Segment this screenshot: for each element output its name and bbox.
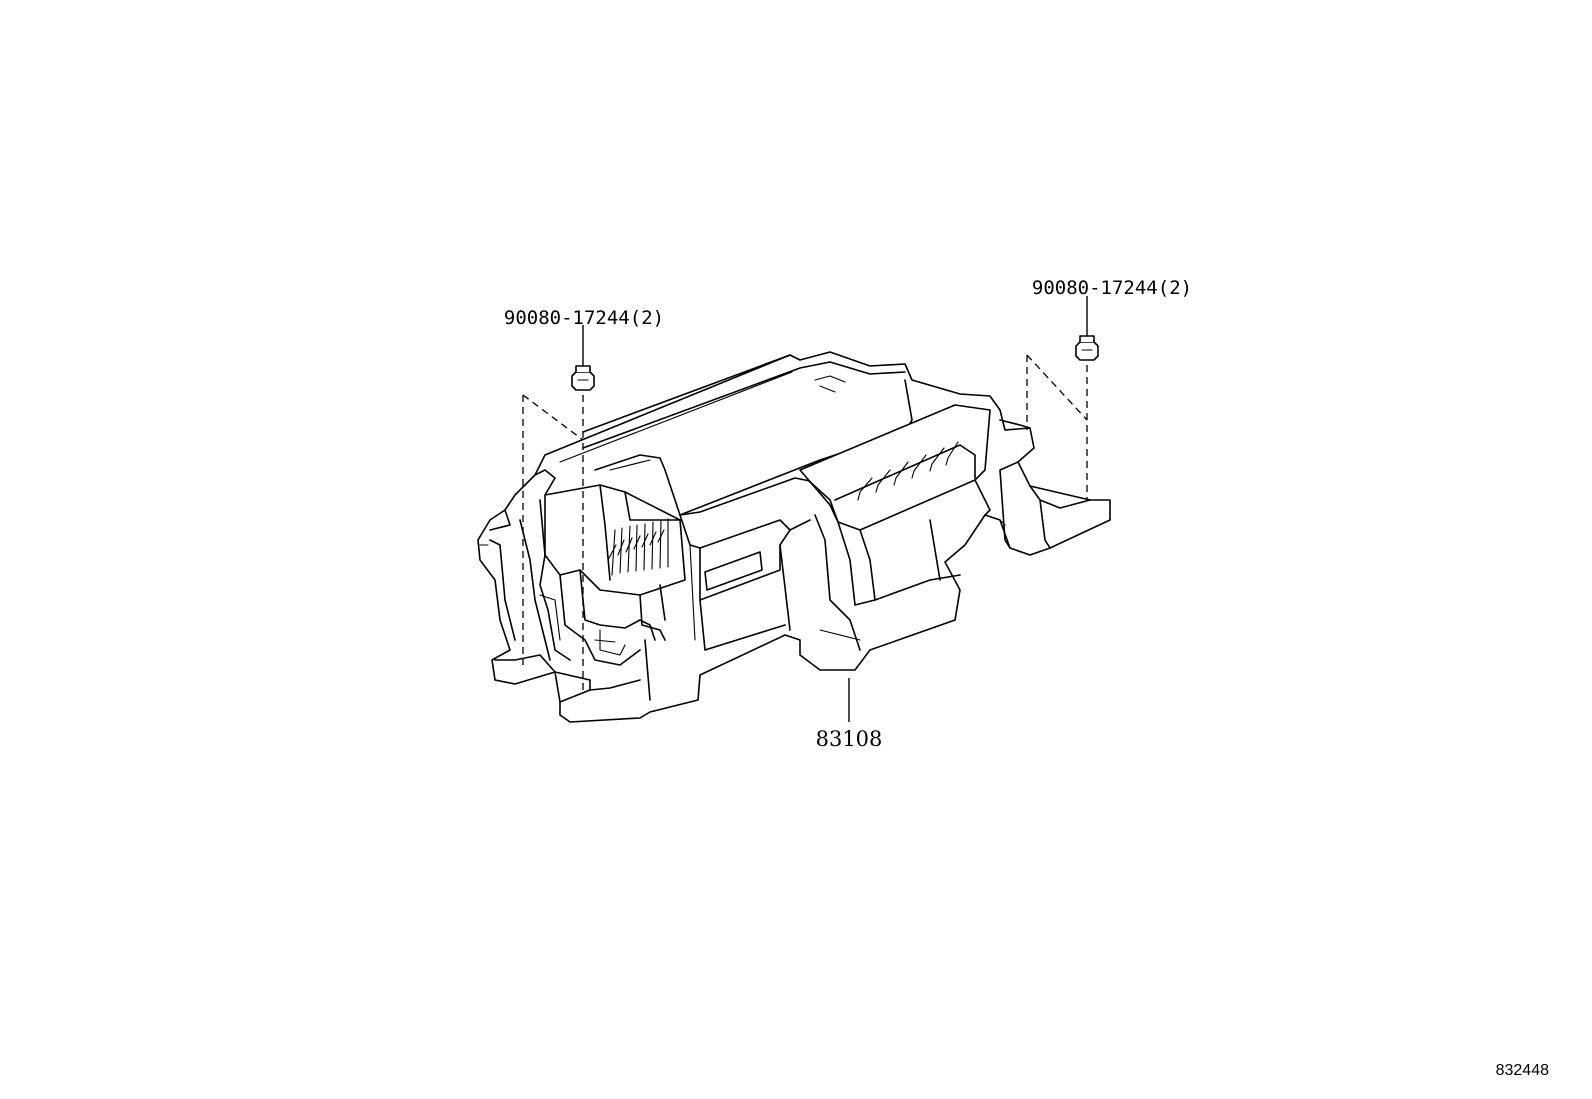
bolt-right-icon: [1075, 335, 1099, 361]
installation-guides: [522, 354, 1088, 690]
callout-bolt-right: 90080-17244(2): [1032, 277, 1192, 299]
housing-assembly: [477, 351, 1111, 723]
diagram-id: 832448: [1496, 1062, 1549, 1079]
callout-bolt-left: 90080-17244(2): [504, 307, 664, 329]
bolt-left-icon: [571, 365, 595, 391]
callout-main-part: 83108: [816, 727, 883, 751]
